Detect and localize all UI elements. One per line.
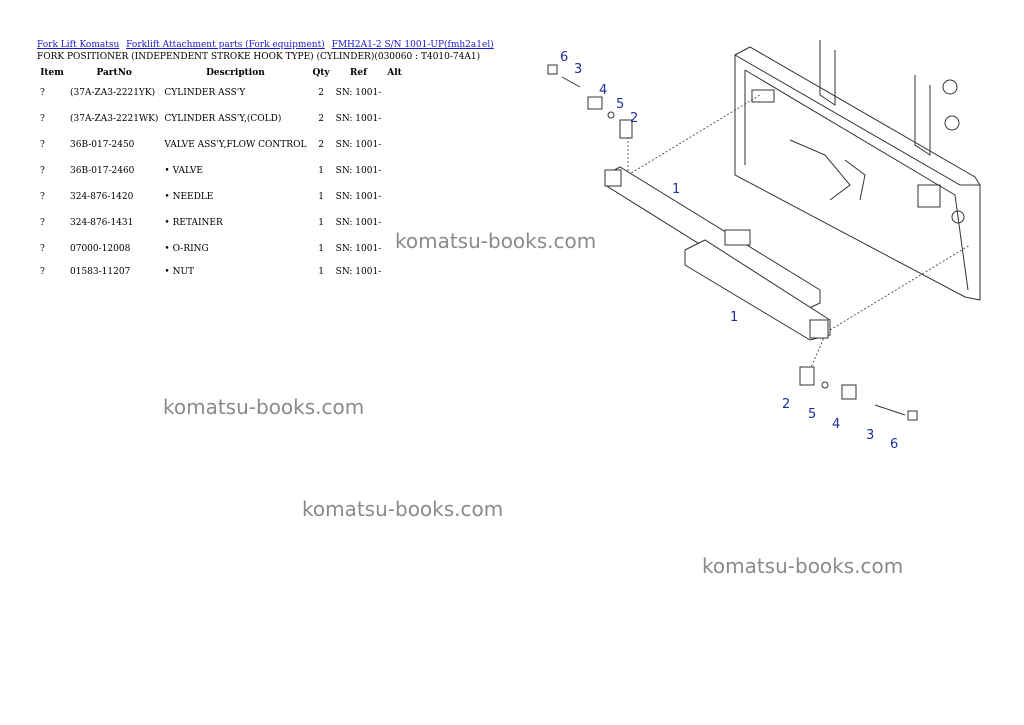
cell-alt	[384, 132, 405, 158]
cell-ref: SN: 1001-	[335, 267, 382, 277]
breadcrumb-link-attachment-parts[interactable]: Forklift Attachment parts (Fork equipmen…	[126, 40, 325, 50]
cell-item: ?	[40, 267, 45, 277]
cell-qty: 2	[318, 114, 324, 124]
cell-ref: SN: 1001-	[335, 166, 382, 176]
cell-alt	[384, 262, 405, 282]
callout-2-bottom: 2	[782, 397, 790, 412]
table-row: ? 324-876-1431 • RETAINER 1 SN: 1001-	[37, 210, 405, 236]
watermark-text: komatsu-books.com	[302, 497, 504, 521]
header-description: Description	[206, 68, 265, 78]
breadcrumb-link-fork-lift[interactable]: Fork Lift Komatsu	[37, 40, 120, 50]
cell-partno: 324-876-1431	[70, 218, 134, 228]
watermark-text: komatsu-books.com	[702, 554, 904, 578]
cell-qty: 1	[318, 267, 324, 277]
table-row: ? (37A-ZA3-2221YK) CYLINDER ASS'Y 2 SN: …	[37, 80, 405, 106]
table-row: ? 36B-017-2450 VALVE ASS'Y,FLOW CONTROL …	[37, 132, 405, 158]
breadcrumb: Fork Lift Komatsu Forklift Attachment pa…	[37, 40, 498, 50]
page-title: FORK POSITIONER (INDEPENDENT STROKE HOOK…	[37, 52, 481, 62]
carriage-frame	[734, 40, 981, 301]
cell-description: • O-RING	[164, 244, 209, 254]
header-ref: Ref	[349, 68, 367, 78]
cell-qty: 2	[318, 140, 324, 150]
parts-table: Item PartNo Description Qty Ref Alt ? (3…	[37, 66, 405, 282]
callout-5-bottom: 5	[808, 407, 816, 422]
cell-qty: 1	[318, 244, 324, 254]
callout-2-top: 2	[630, 111, 638, 126]
cell-alt	[384, 184, 405, 210]
table-header-row: Item PartNo Description Qty Ref Alt	[37, 66, 405, 80]
valve-parts-top	[547, 64, 633, 139]
table-row: ? 324-876-1420 • NEEDLE 1 SN: 1001-	[37, 184, 405, 210]
table-row: ? 07000-12008 • O-RING 1 SN: 1001-	[37, 236, 405, 262]
cell-partno: (37A-ZA3-2221YK)	[70, 88, 156, 98]
cell-alt	[384, 210, 405, 236]
callout-1-lower: 1	[730, 310, 738, 325]
callout-4-bottom: 4	[832, 417, 840, 432]
cell-qty: 1	[318, 192, 324, 202]
cell-partno: 324-876-1420	[70, 192, 134, 202]
callout-3-bottom: 3	[866, 428, 874, 443]
cell-ref: SN: 1001-	[335, 88, 382, 98]
cell-description: • RETAINER	[164, 218, 223, 228]
cell-partno: (37A-ZA3-2221WK)	[70, 114, 159, 124]
exploded-parts-diagram: 6 3 4 5 2 1 1 2 5 4 3 6	[547, 40, 981, 452]
callout-1-upper: 1	[672, 182, 680, 197]
cell-ref: SN: 1001-	[335, 244, 382, 254]
table-row: ? 01583-11207 • NUT 1 SN: 1001-	[37, 262, 405, 282]
cell-qty: 1	[318, 166, 324, 176]
cell-ref: SN: 1001-	[335, 218, 382, 228]
cell-description: VALVE ASS'Y,FLOW CONTROL	[164, 140, 307, 150]
callout-3-top: 3	[574, 62, 582, 77]
cell-item: ?	[40, 140, 45, 150]
watermark-text: komatsu-books.com	[163, 395, 365, 419]
callout-6-bottom: 6	[890, 437, 898, 452]
cell-item: ?	[40, 114, 45, 124]
cell-item: ?	[40, 166, 45, 176]
header-qty: Qty	[312, 68, 330, 78]
cell-description: CYLINDER ASS'Y,(COLD)	[164, 114, 282, 124]
cell-partno: 01583-11207	[70, 267, 131, 277]
cell-item: ?	[40, 218, 45, 228]
cell-ref: SN: 1001-	[335, 114, 382, 124]
cell-partno: 07000-12008	[70, 244, 131, 254]
cell-item: ?	[40, 88, 45, 98]
table-row: ? (37A-ZA3-2221WK) CYLINDER ASS'Y,(COLD)…	[37, 106, 405, 132]
valve-parts-bottom	[799, 366, 918, 421]
breadcrumb-link-model[interactable]: FMH2A1-2 S/N 1001-UP(fmh2a1el)	[331, 40, 494, 50]
cell-description: • VALVE	[164, 166, 203, 176]
cell-description: CYLINDER ASS'Y	[164, 88, 246, 98]
cell-qty: 1	[318, 218, 324, 228]
cell-ref: SN: 1001-	[335, 192, 382, 202]
cell-description: • NEEDLE	[164, 192, 214, 202]
cell-ref: SN: 1001-	[335, 140, 382, 150]
cell-qty: 2	[318, 88, 324, 98]
cell-alt	[384, 236, 405, 262]
header-item: Item	[40, 68, 64, 78]
cell-description: • NUT	[164, 267, 195, 277]
callout-6-top: 6	[560, 50, 568, 65]
header-alt: Alt	[387, 68, 402, 78]
cell-item: ?	[40, 244, 45, 254]
callout-4-top: 4	[599, 83, 607, 98]
cell-alt	[384, 106, 405, 132]
cell-partno: 36B-017-2450	[70, 140, 135, 150]
cylinder-lower	[684, 229, 831, 341]
cylinder-upper	[604, 166, 821, 311]
cell-partno: 36B-017-2460	[70, 166, 135, 176]
cell-alt	[384, 80, 405, 106]
cell-item: ?	[40, 192, 45, 202]
callout-5-top: 5	[616, 97, 624, 112]
header-partno: PartNo	[96, 68, 132, 78]
table-row: ? 36B-017-2460 • VALVE 1 SN: 1001-	[37, 158, 405, 184]
cell-alt	[384, 158, 405, 184]
